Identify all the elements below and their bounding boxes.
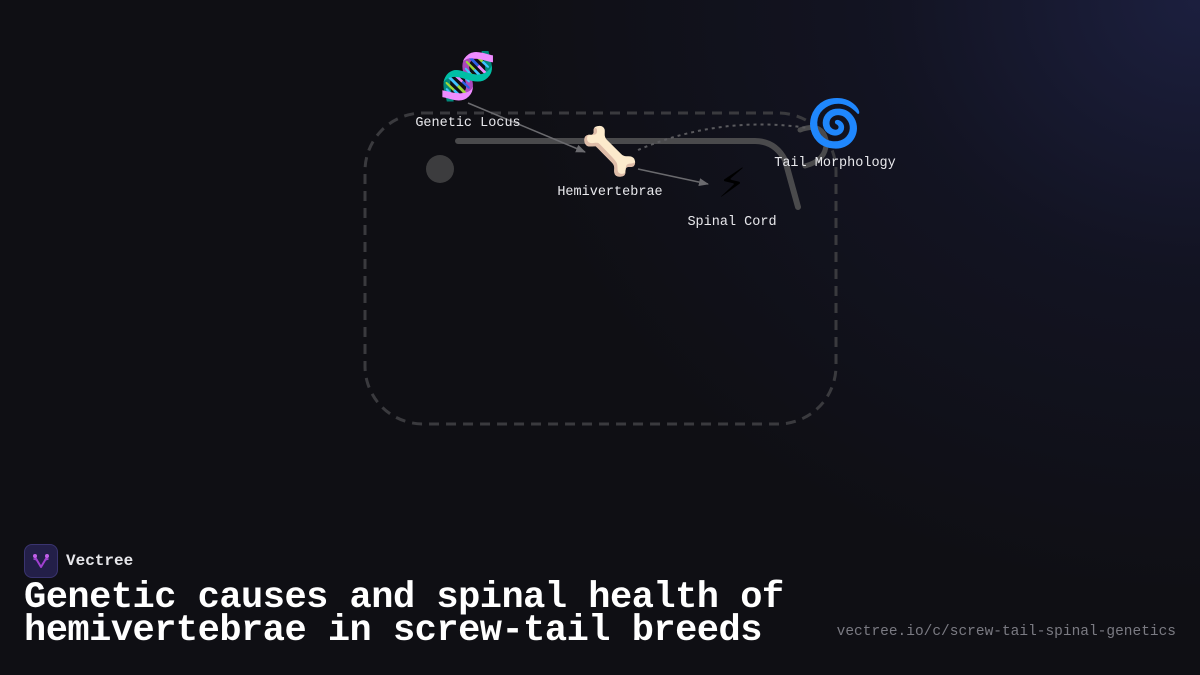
node-label: Tail Morphology <box>774 156 896 171</box>
node-spinal-cord[interactable]: ⚡ Spinal Cord <box>672 155 792 230</box>
page-title: Genetic causes and spinal health of hemi… <box>24 577 784 652</box>
brand-name: Vectree <box>66 552 134 570</box>
spiral-icon: 🌀 <box>806 96 864 150</box>
edge-hemivertebrae-to-tail-morphology <box>637 123 809 151</box>
marker-dot <box>426 155 454 183</box>
node-genetic-locus[interactable]: 🧬 Genetic Locus <box>402 50 534 131</box>
node-label: Hemivertebrae <box>557 185 663 200</box>
edge-hemivertebrae-to-spinal-cord <box>637 168 709 187</box>
spine-curve <box>455 138 801 210</box>
tail-hook <box>797 125 829 169</box>
lightning-icon: ⚡ <box>718 154 746 208</box>
dashed-frame <box>363 111 838 426</box>
node-label: Genetic Locus <box>415 116 521 131</box>
dna-icon: 🧬 <box>439 49 497 103</box>
node-label: Spinal Cord <box>687 215 777 230</box>
brand: Vectree <box>24 544 133 578</box>
node-tail-morphology[interactable]: 🌀 Tail Morphology <box>770 97 900 171</box>
bone-icon: 🦴 <box>581 124 639 178</box>
edge-genetic-locus-to-hemivertebrae <box>467 102 586 153</box>
vectree-logo-icon <box>24 544 58 578</box>
node-hemivertebrae[interactable]: 🦴 Hemivertebrae <box>545 125 675 200</box>
source-url[interactable]: vectree.io/c/screw-tail-spinal-genetics <box>836 624 1176 640</box>
